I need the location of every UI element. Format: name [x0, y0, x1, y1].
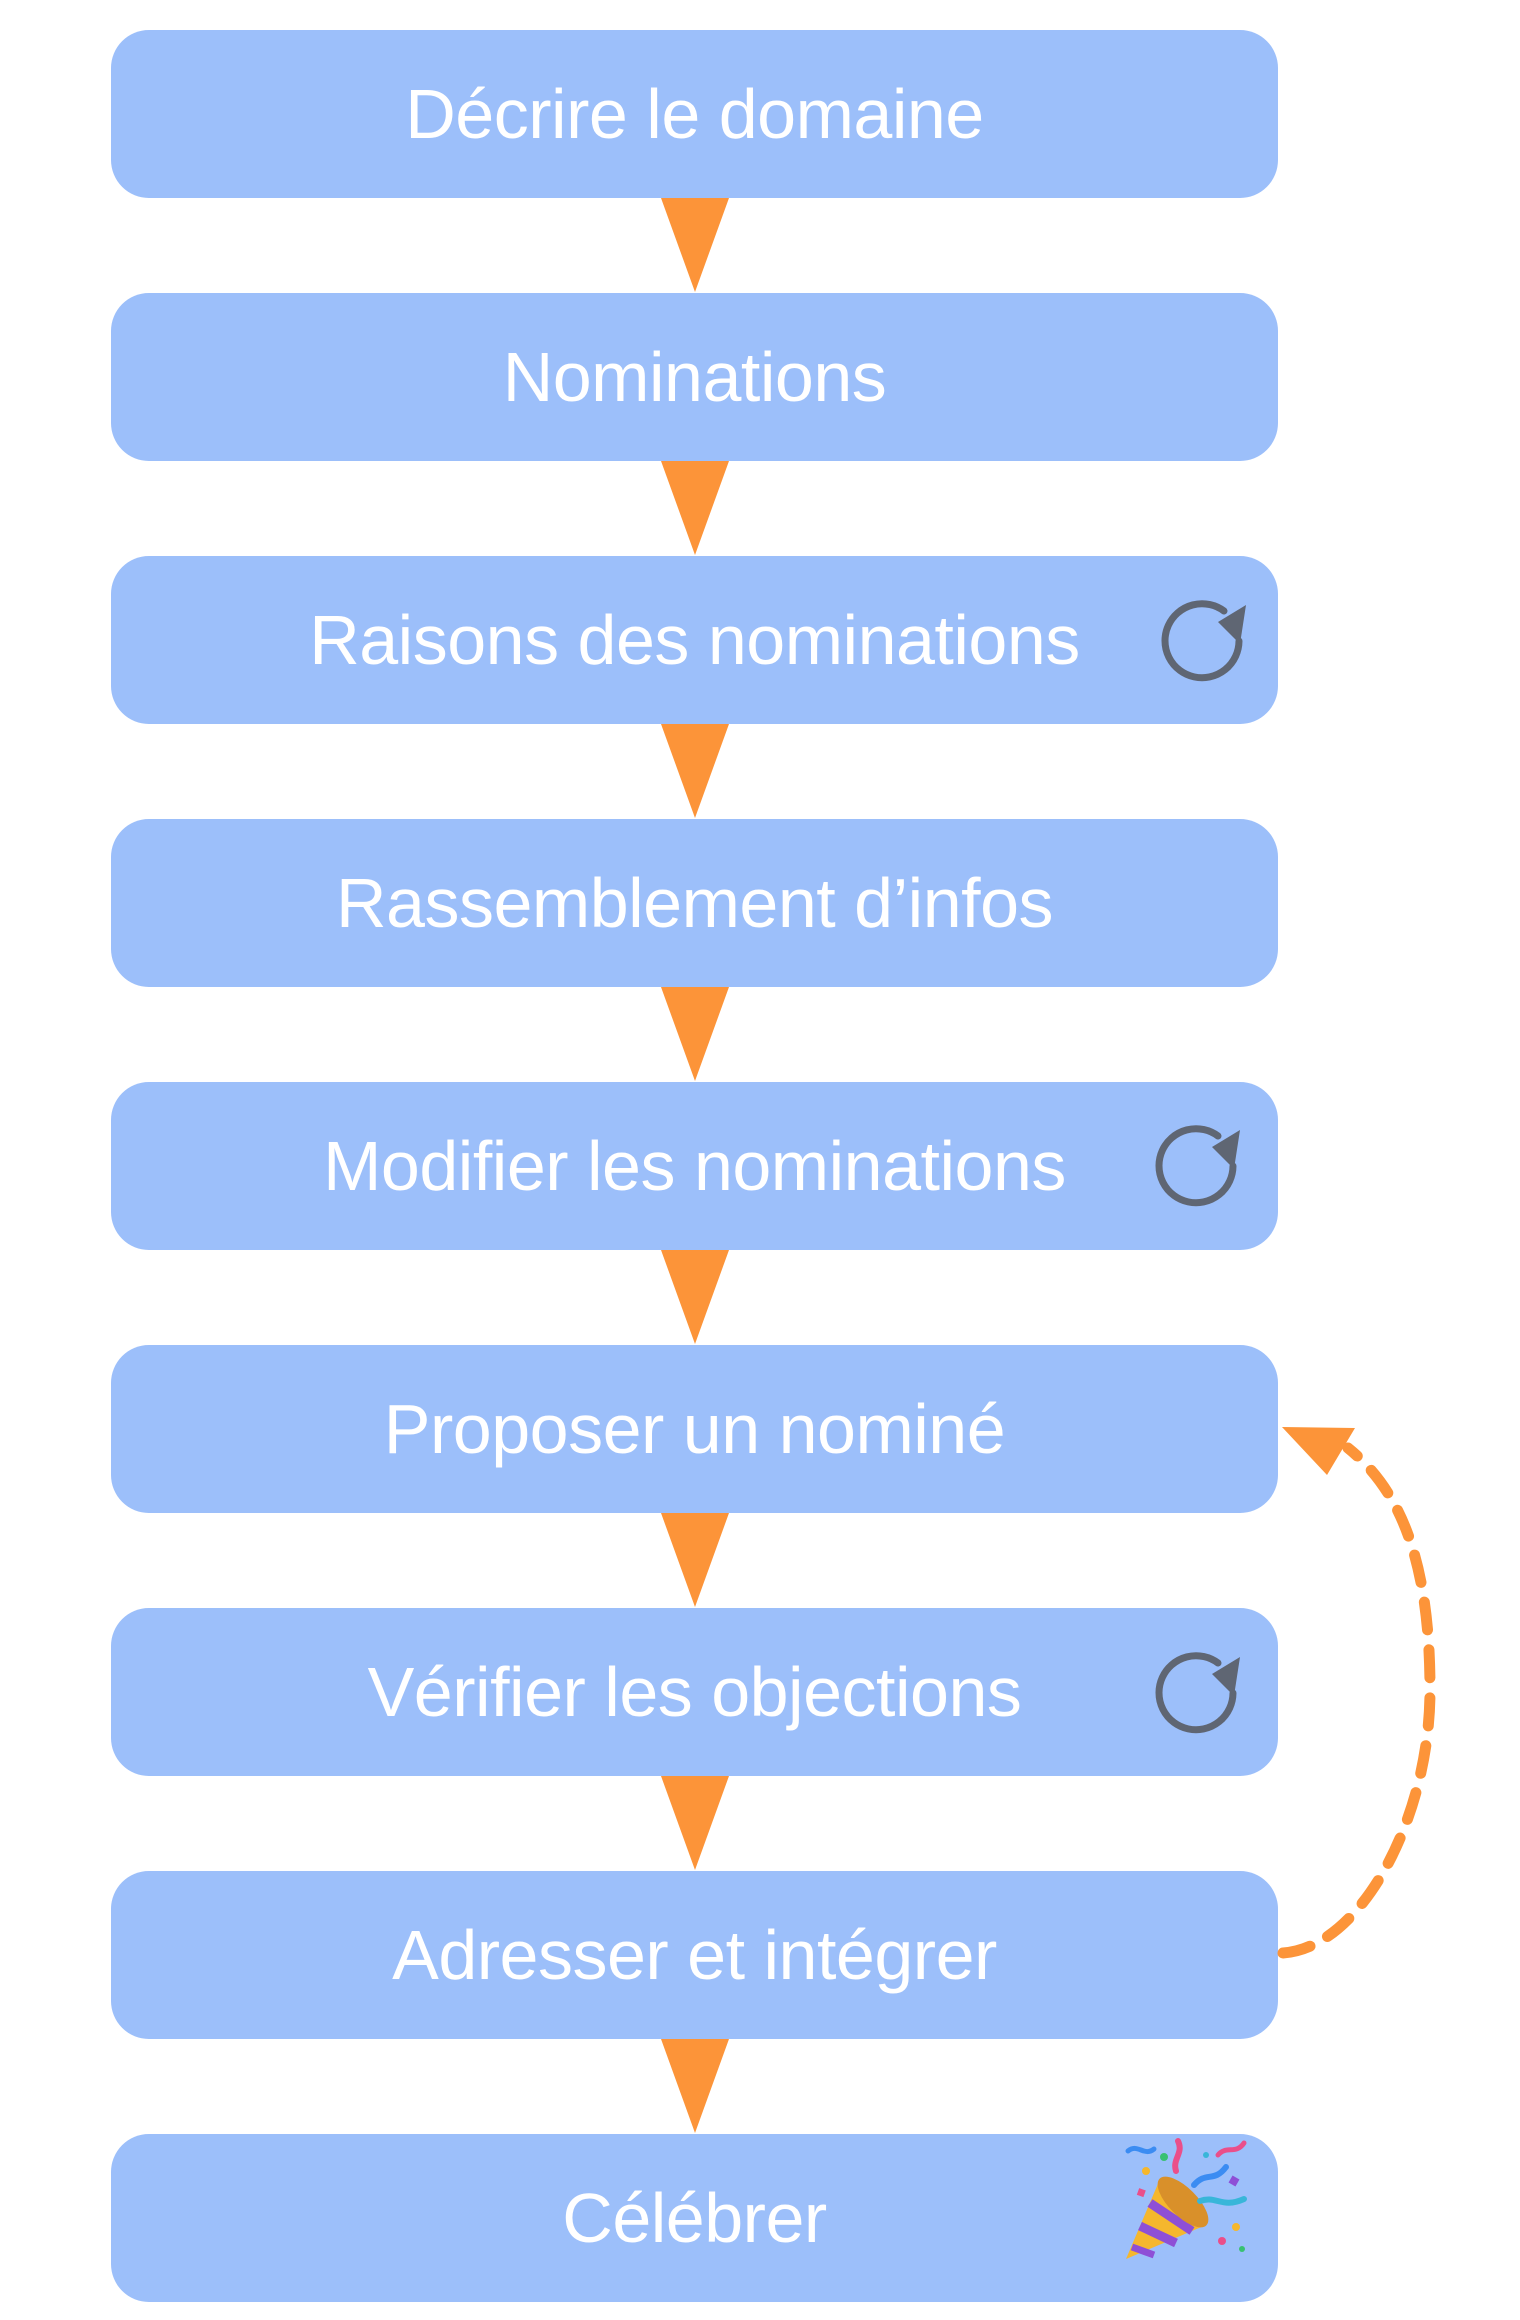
step-label-5: Modifier les nominations — [323, 1127, 1066, 1205]
step-label-6: Proposer un nominé — [383, 1390, 1006, 1468]
connector-arrow-6 — [661, 1513, 729, 1607]
step-label-8: Adresser et intégrer — [392, 1916, 997, 1994]
repeat-icon — [1155, 1125, 1240, 1207]
step-label-3: Raisons des nominations — [309, 601, 1080, 679]
step-box-7: Vérifier les objections — [111, 1608, 1278, 1776]
step-label-2: Nominations — [502, 338, 887, 416]
connector-arrow-4 — [661, 987, 729, 1081]
step-label-7: Vérifier les objections — [367, 1653, 1022, 1731]
step-label-4: Rassemblement d’infos — [335, 864, 1054, 942]
repeat-icon — [1155, 1652, 1240, 1734]
step-box-2: Nominations — [111, 293, 1278, 461]
step-box-8: Adresser et intégrer — [111, 1871, 1278, 2039]
step-box-5: Modifier les nominations — [111, 1082, 1278, 1250]
step-box-6: Proposer un nominé — [111, 1345, 1278, 1513]
step-box-3: Raisons des nominations — [111, 556, 1278, 724]
repeat-icon — [1161, 600, 1246, 682]
connector-arrow-8 — [661, 2039, 729, 2133]
party-popper-icon — [1125, 2138, 1247, 2259]
step-box-9: Célébrer — [111, 2134, 1278, 2302]
step-box-4: Rassemblement d’infos — [111, 819, 1278, 987]
connector-arrow-7 — [661, 1776, 729, 1870]
step-box-1: Décrire le domaine — [111, 30, 1278, 198]
step-label-1: Décrire le domaine — [405, 75, 984, 153]
connector-arrow-5 — [661, 1250, 729, 1344]
connector-arrow-1 — [661, 198, 729, 292]
connector-arrow-2 — [661, 461, 729, 555]
connector-arrow-3 — [661, 724, 729, 818]
step-label-9: Célébrer — [562, 2179, 827, 2257]
